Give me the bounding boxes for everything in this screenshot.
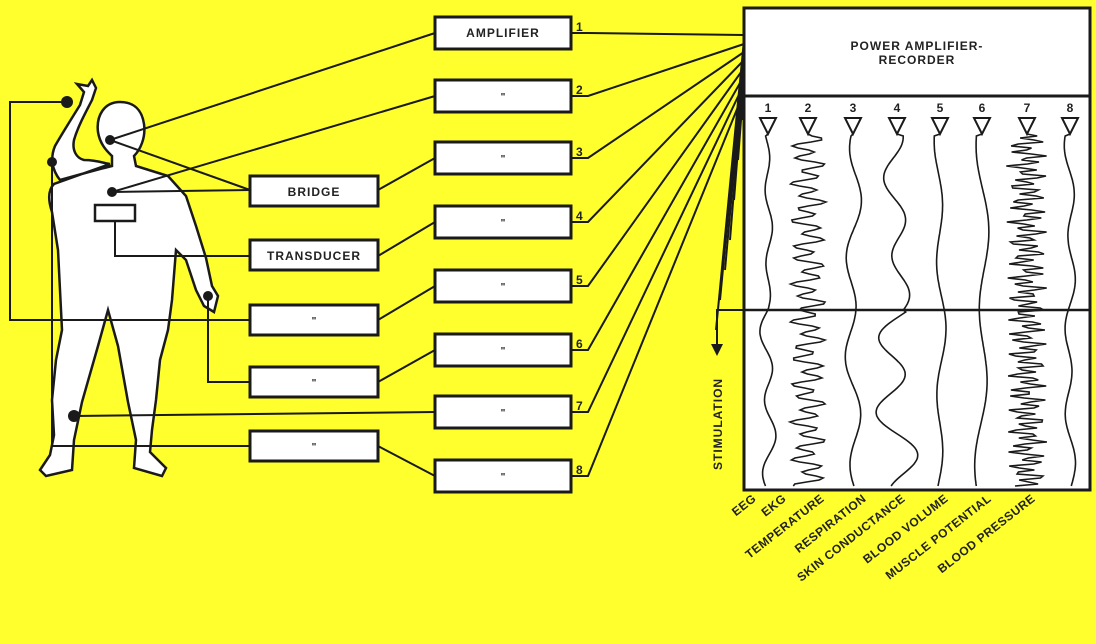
trace-channel-1: [759, 133, 777, 487]
channel-label-1: EEG: [729, 491, 759, 519]
amplifier-ditto-4: ": [501, 218, 506, 229]
pen-number-4: 4: [894, 101, 901, 115]
amplifier-box-8: [433, 458, 573, 494]
recorder-pens: 1 2 3 4 5 6 7 8: [758, 101, 1080, 137]
pen-number-7: 7: [1024, 101, 1031, 115]
pen-marker-4: [887, 117, 907, 137]
middle-amp-box-3: [248, 429, 380, 463]
pen-marker-3: [843, 117, 863, 137]
amplifier-number-6: 6: [576, 337, 583, 351]
amplifier-lead-4: [571, 59, 745, 223]
pen-marker-7: [1017, 117, 1037, 137]
amplifier-lead-6: [571, 75, 745, 351]
stimulation-indicator: STIMULATION: [711, 309, 744, 470]
body-wires: [9, 32, 436, 447]
human-figure: [38, 77, 220, 478]
pen-number-2: 2: [805, 101, 812, 115]
middle-amp-ditto-2: ": [312, 378, 317, 389]
trace-channel-4: [875, 133, 919, 487]
pen-number-1: 1: [765, 101, 772, 115]
bridge-label: BRIDGE: [288, 185, 341, 199]
chest-transducer: [93, 203, 137, 223]
amplifier-ditto-3: ": [501, 154, 506, 165]
amplifier-box-7: [433, 394, 573, 430]
amplifier-lead-3: [571, 51, 745, 159]
pen-marker-8: [1060, 117, 1080, 137]
pen-number-6: 6: [979, 101, 986, 115]
amplifier-lead-2: [571, 43, 745, 97]
amplifier-label: AMPLIFIER: [466, 26, 540, 40]
amplifier-lead-5: [571, 67, 745, 287]
middle-amp-ditto-1: ": [312, 316, 317, 327]
recorder: POWER AMPLIFIER- RECORDER: [742, 6, 1092, 492]
pen-marker-6: [972, 117, 992, 137]
pen-marker-5: [930, 117, 950, 137]
amplifier-ditto-8: ": [501, 472, 506, 483]
recorder-traces: [759, 133, 1077, 487]
middle-boxes: BRIDGE TRANSDUCER " " ": [248, 174, 380, 463]
pen-marker-2: [798, 117, 818, 137]
amplifier-ditto-7: ": [501, 408, 506, 419]
middle-amp-ditto-3: ": [312, 442, 317, 453]
amplifier-ditto-6: ": [501, 346, 506, 357]
amplifier-lead-8: [571, 91, 745, 477]
channel-label-2: EKG: [759, 491, 789, 519]
trace-channel-7: [1006, 133, 1048, 487]
amplifier-box-1: [433, 15, 573, 51]
middle-amp-box-2: [248, 365, 380, 399]
stimulation-arrowhead: [711, 344, 723, 356]
amplifier-lead-7: [571, 83, 745, 413]
pen-number-8: 8: [1067, 101, 1074, 115]
amplifier-number-5: 5: [576, 273, 583, 287]
amplifier-column: AMPLIFIER 1 " 2 " 3 " 4 " 5 " 6 " 7 " 8: [433, 15, 745, 494]
amplifier-box-6: [433, 332, 573, 368]
amplifier-box-5: [433, 268, 573, 304]
recorder-title-line2: RECORDER: [879, 53, 956, 67]
amplifier-number-7: 7: [576, 399, 583, 413]
amplifier-number-3: 3: [576, 145, 583, 159]
amplifier-number-4: 4: [576, 209, 583, 223]
amplifier-number-2: 2: [576, 83, 583, 97]
trace-channel-3: [844, 133, 863, 487]
amplifier-ditto-5: ": [501, 282, 506, 293]
stimulation-label: STIMULATION: [711, 378, 725, 470]
middle-to-amp-wires: [377, 157, 436, 477]
pen-number-3: 3: [850, 101, 857, 115]
trace-channel-8: [1063, 133, 1077, 487]
bridge-box: [248, 174, 380, 208]
recorder-header-box: [742, 6, 1092, 98]
pen-marker-1: [758, 117, 778, 137]
recorder-title-line1: POWER AMPLIFIER-: [851, 39, 984, 53]
amplifier-ditto-2: ": [501, 92, 506, 103]
trace-channel-5: [933, 133, 947, 487]
trace-channel-2: [787, 133, 829, 487]
body-silhouette: [38, 77, 220, 478]
middle-amp-box-1: [248, 303, 380, 337]
transducer-label: TRANSDUCER: [267, 249, 361, 263]
amplifier-lead-1: [571, 32, 745, 36]
amplifier-number-1: 1: [576, 20, 583, 34]
electrode-left-hand: [203, 291, 213, 301]
pen-number-5: 5: [937, 101, 944, 115]
amplifier-number-8: 8: [576, 463, 583, 477]
trace-channel-6: [973, 133, 990, 487]
